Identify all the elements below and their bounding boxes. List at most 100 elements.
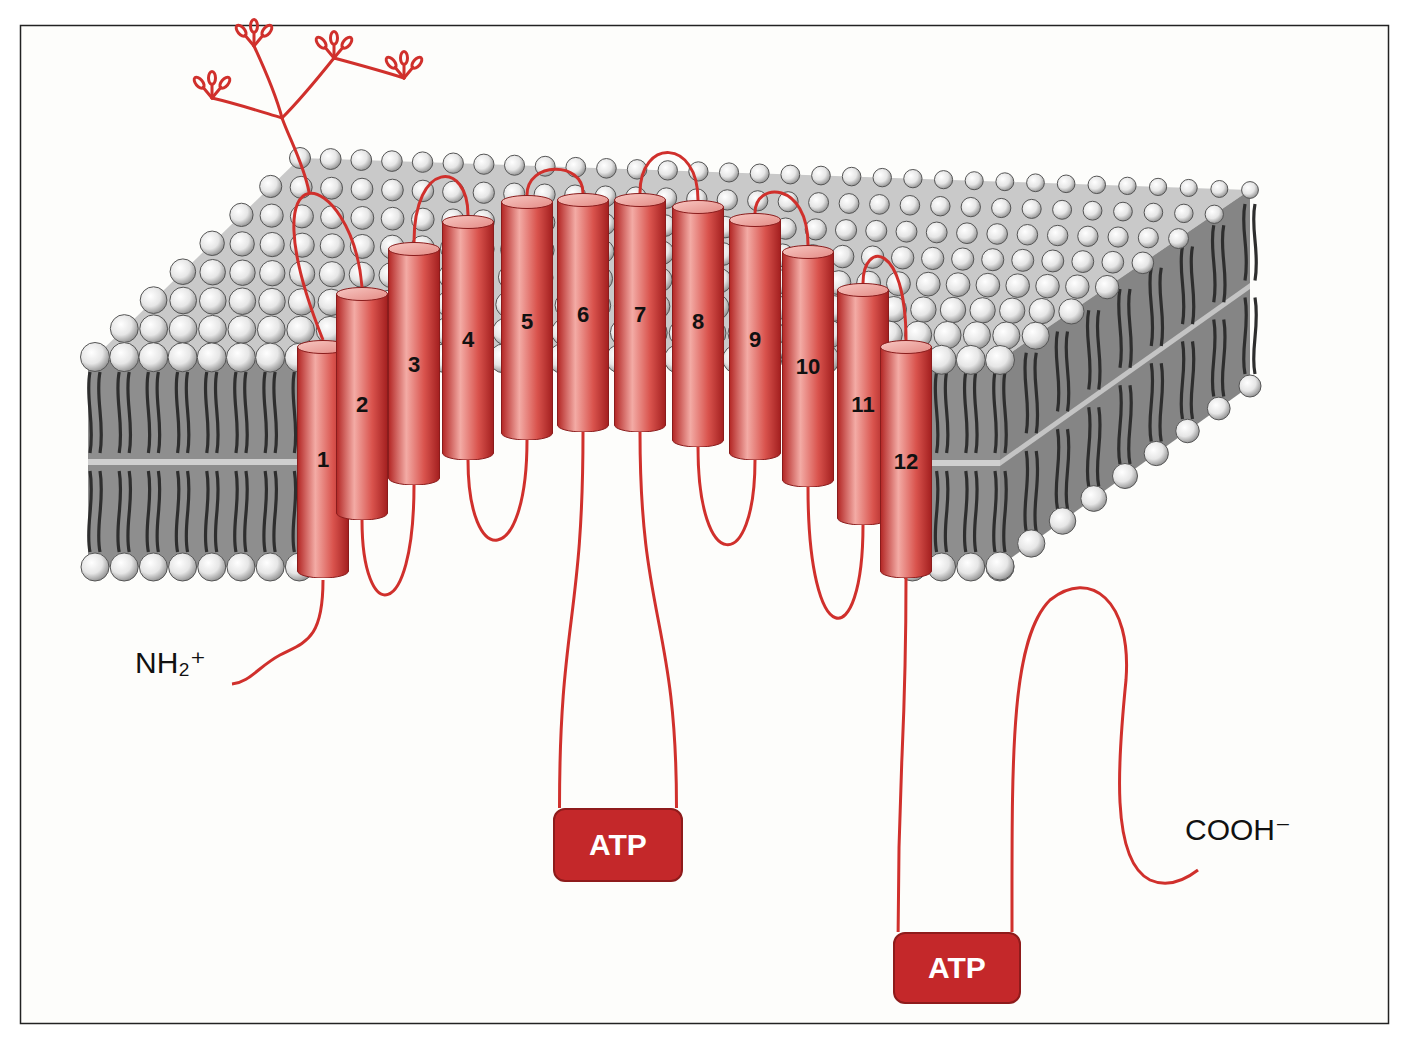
helix-cylinder: 4 — [442, 215, 494, 460]
cylinder-body — [558, 200, 609, 432]
glycan-stem — [282, 118, 309, 192]
lipid-head — [1072, 251, 1094, 273]
lipid-head — [260, 261, 285, 286]
helix-number: 2 — [336, 392, 388, 418]
lipid-head — [1205, 205, 1223, 223]
lipid-head — [110, 553, 138, 581]
lipid-head — [170, 287, 197, 314]
lipid-head — [719, 163, 738, 182]
lipid-head — [1081, 486, 1107, 512]
lipid-head — [1042, 250, 1064, 272]
lipid-tail — [1212, 225, 1215, 302]
lipid-head — [228, 316, 256, 344]
lipid-head — [256, 553, 284, 581]
lipid-tail — [1066, 332, 1069, 412]
lipid-tail — [264, 372, 267, 453]
lipid-head — [993, 322, 1020, 349]
lipid-head — [259, 288, 286, 315]
lipid-head — [381, 207, 404, 230]
lipid-head — [992, 198, 1011, 217]
glycan-tree — [192, 20, 423, 193]
lipid-head — [199, 288, 226, 315]
lipid-head — [1102, 251, 1124, 273]
cylinder-top — [443, 216, 494, 229]
lipid-head — [227, 553, 255, 581]
cylinder-body — [337, 294, 388, 520]
lipid-tail — [964, 372, 967, 453]
glycan-branch — [334, 47, 343, 58]
lipid-head — [831, 245, 854, 268]
cylinder-body — [881, 347, 932, 578]
lipid-tail — [1004, 471, 1007, 552]
lipid-head — [873, 168, 891, 186]
lipid-head — [230, 232, 254, 256]
lipid-head — [952, 248, 974, 270]
lipid-head — [986, 346, 1015, 375]
lipid-head — [1149, 178, 1166, 195]
lipid-head — [922, 247, 944, 269]
lipid-head — [1108, 227, 1128, 247]
lipid-tail — [1244, 204, 1247, 281]
glycan-sugar — [218, 75, 232, 89]
lipid-head — [597, 159, 617, 179]
c-terminus-tail — [1012, 588, 1198, 932]
cylinder-body — [783, 252, 834, 487]
loop-connector — [898, 578, 906, 932]
lipid-head — [169, 315, 197, 343]
glycan-branch — [212, 98, 282, 118]
helix-cylinder: 6 — [557, 193, 609, 432]
glycan-sugar — [260, 23, 274, 37]
lipid-tail — [1129, 385, 1132, 464]
lipid-head — [1239, 375, 1261, 397]
lipid-head — [1029, 298, 1054, 323]
lipid-tail — [274, 471, 277, 552]
lipid-tail — [1119, 385, 1122, 464]
lipid-head — [1180, 179, 1197, 196]
lipid-tail — [264, 471, 267, 552]
lipid-head — [750, 164, 769, 183]
helix-cylinder: 8 — [672, 200, 724, 447]
glycan-branch — [254, 35, 263, 46]
lipid-head — [199, 315, 227, 343]
lipid-tail — [1066, 429, 1069, 509]
lipid-tail — [935, 471, 938, 552]
frame — [21, 26, 1389, 1024]
lipid-head — [1113, 464, 1138, 489]
lipid-head — [260, 204, 283, 227]
lipid-tail — [147, 372, 150, 453]
lipid-head — [961, 197, 980, 216]
lipid-head — [781, 165, 800, 184]
lipid-tail — [1056, 332, 1059, 412]
lipid-tail — [245, 372, 248, 453]
lipid-head — [81, 343, 110, 372]
lipid-head — [1022, 199, 1041, 218]
lipid-head — [987, 224, 1008, 245]
lipid-tail — [1004, 372, 1007, 453]
lipid-tail — [118, 471, 121, 552]
lipid-head — [965, 172, 983, 190]
helix-cylinder: 5 — [501, 195, 553, 440]
lipid-tail — [128, 372, 131, 453]
lipid-tail — [1254, 298, 1257, 375]
lipid-head — [1027, 174, 1045, 192]
helix-number: 4 — [442, 327, 494, 353]
cylinder-top — [558, 194, 609, 207]
lipid-head — [934, 171, 952, 189]
lipid-head — [229, 288, 256, 315]
glycan-sugar — [340, 35, 354, 49]
lipid-tail — [205, 471, 208, 552]
glycan-branch — [254, 46, 282, 118]
lipid-head — [1053, 200, 1072, 219]
lipid-head — [957, 553, 985, 581]
lipid-tail — [1119, 289, 1122, 368]
lipid-head — [230, 203, 253, 226]
loop-connector — [640, 153, 698, 200]
lipid-tail — [1160, 363, 1163, 441]
cylinder-body — [615, 200, 666, 432]
lipid-bilayer — [81, 148, 1262, 582]
lipid-tail — [147, 471, 150, 552]
helix-cylinder: 10 — [782, 245, 834, 487]
lipid-head — [1175, 204, 1193, 222]
glycan-sugar — [234, 23, 248, 37]
